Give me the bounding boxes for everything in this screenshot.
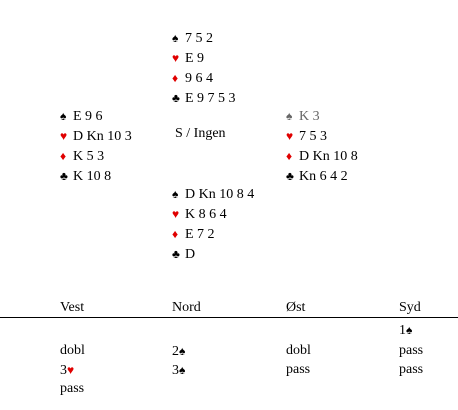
bid-ost-2: dobl bbox=[286, 343, 311, 358]
auction-header-syd: Syd bbox=[399, 300, 421, 315]
bid-nord-3: 3♠ bbox=[172, 363, 186, 378]
east-clubs: ♣Kn 6 4 2 bbox=[286, 166, 358, 186]
auction-header-nord: Nord bbox=[172, 300, 201, 315]
south-diamonds: ♦E 7 2 bbox=[172, 224, 254, 244]
spade-icon: ♠ bbox=[172, 187, 179, 201]
club-icon: ♣ bbox=[286, 169, 294, 183]
north-hearts: ♥E 9 bbox=[172, 48, 236, 68]
south-hearts: ♥K 8 6 4 bbox=[172, 204, 254, 224]
bid-vest-4: pass bbox=[60, 381, 85, 396]
club-icon: ♣ bbox=[60, 169, 68, 183]
spade-icon: ♠ bbox=[60, 109, 67, 123]
club-icon: ♣ bbox=[172, 91, 180, 105]
east-hearts: ♥7 5 3 bbox=[286, 126, 358, 146]
bid-vest-3: 3♥ bbox=[60, 363, 75, 378]
diamond-icon: ♦ bbox=[172, 71, 179, 85]
dealer-vulnerability: S / Ingen bbox=[175, 126, 226, 141]
west-diamonds: ♦K 5 3 bbox=[60, 146, 132, 166]
spade-icon: ♠ bbox=[286, 109, 293, 123]
bid-syd-2: pass bbox=[399, 343, 424, 358]
bid-vest-2: dobl bbox=[60, 343, 85, 358]
auction-divider bbox=[0, 317, 458, 318]
south-clubs: ♣D bbox=[172, 244, 254, 264]
heart-icon: ♥ bbox=[286, 129, 294, 143]
west-hearts: ♥D Kn 10 3 bbox=[60, 126, 132, 146]
west-clubs: ♣K 10 8 bbox=[60, 166, 132, 186]
east-diamonds: ♦D Kn 10 8 bbox=[286, 146, 358, 166]
spade-icon: ♠ bbox=[179, 363, 186, 377]
north-diamonds: ♦9 6 4 bbox=[172, 68, 236, 88]
auction-header-ost: Øst bbox=[286, 300, 306, 315]
spade-icon: ♠ bbox=[179, 344, 186, 358]
heart-icon: ♥ bbox=[60, 129, 68, 143]
bid-syd-3: pass bbox=[399, 362, 424, 377]
west-hand: ♠E 9 6 ♥D Kn 10 3 ♦K 5 3 ♣K 10 8 bbox=[60, 106, 132, 186]
east-spades: ♠K 3 bbox=[286, 106, 358, 126]
south-hand: ♠D Kn 10 8 4 ♥K 8 6 4 ♦E 7 2 ♣D bbox=[172, 184, 254, 264]
diamond-icon: ♦ bbox=[172, 227, 179, 241]
heart-icon: ♥ bbox=[172, 207, 180, 221]
bid-ost-3: pass bbox=[286, 362, 311, 377]
club-icon: ♣ bbox=[172, 247, 180, 261]
diamond-icon: ♦ bbox=[60, 149, 67, 163]
heart-icon: ♥ bbox=[172, 51, 180, 65]
south-spades: ♠D Kn 10 8 4 bbox=[172, 184, 254, 204]
bid-nord-2: 2♠ bbox=[172, 344, 186, 359]
auction-header-vest: Vest bbox=[60, 300, 85, 315]
north-hand: ♠7 5 2 ♥E 9 ♦9 6 4 ♣E 9 7 5 3 bbox=[172, 28, 236, 108]
bid-syd-1: 1♠ bbox=[399, 323, 413, 338]
diamond-icon: ♦ bbox=[286, 149, 293, 163]
north-clubs: ♣E 9 7 5 3 bbox=[172, 88, 236, 108]
spade-icon: ♠ bbox=[172, 31, 179, 45]
west-spades: ♠E 9 6 bbox=[60, 106, 132, 126]
east-hand: ♠K 3 ♥7 5 3 ♦D Kn 10 8 ♣Kn 6 4 2 bbox=[286, 106, 358, 186]
north-spades: ♠7 5 2 bbox=[172, 28, 236, 48]
heart-icon: ♥ bbox=[67, 363, 75, 377]
spade-icon: ♠ bbox=[406, 323, 413, 337]
